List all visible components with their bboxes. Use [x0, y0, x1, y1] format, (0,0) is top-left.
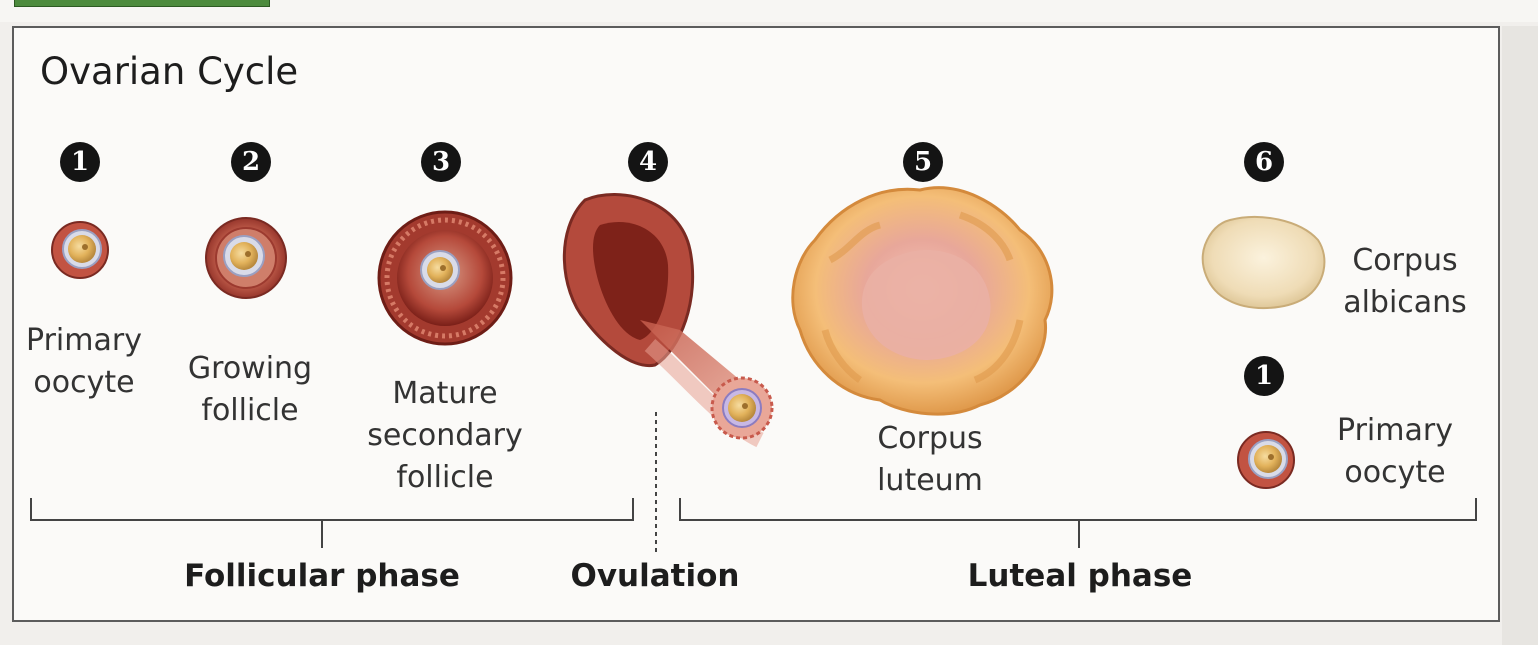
section-tab: [14, 0, 270, 7]
label-primary-oocyte: Primary oocyte: [14, 320, 154, 404]
stage-number-3: 3: [421, 142, 461, 182]
label-corpus-luteum: Corpus luteum: [840, 418, 1020, 502]
luteal-bracket: [679, 498, 1477, 548]
stage-number-2: 2: [231, 142, 271, 182]
label-line: follicle: [396, 460, 494, 495]
mature-follicle-illustration: [377, 210, 513, 346]
label-line: oocyte: [1344, 455, 1446, 490]
stage-number-1-repeat: 1: [1244, 356, 1284, 396]
diagram-frame: [12, 26, 1500, 622]
label-line: Primary: [26, 323, 142, 358]
label-primary-oocyte-repeat: Primary oocyte: [1315, 410, 1475, 494]
label-line: Growing: [187, 351, 313, 386]
phase-luteal: Luteal phase: [967, 558, 1193, 594]
phase-ovulation: Ovulation: [570, 558, 740, 594]
label-line: follicle: [201, 393, 299, 428]
stage-number-1: 1: [60, 142, 100, 182]
label-line: oocyte: [33, 365, 135, 400]
primary-oocyte-illustration-2: [1237, 431, 1295, 489]
label-line: Corpus: [877, 421, 983, 456]
corpus-albicans-illustration: [1201, 216, 1326, 309]
stage-number-5: 5: [903, 142, 943, 182]
label-line: Corpus: [1352, 243, 1458, 278]
label-line: secondary: [367, 418, 523, 453]
corpus-luteum-illustration: [791, 186, 1054, 416]
label-mature-secondary-follicle: Mature secondary follicle: [345, 373, 545, 499]
primary-oocyte-illustration: [51, 221, 109, 279]
diagram-title: Ovarian Cycle: [40, 50, 299, 93]
stage-number-4: 4: [628, 142, 668, 182]
growing-follicle-illustration: [205, 217, 287, 299]
ovulation-illustration: [562, 192, 774, 448]
label-corpus-albicans: Corpus albicans: [1325, 240, 1485, 324]
label-line: Mature: [392, 376, 498, 411]
label-line: Primary: [1337, 413, 1453, 448]
page-edge: [1502, 26, 1538, 645]
top-strip: [0, 0, 1538, 22]
stage-number-6: 6: [1244, 142, 1284, 182]
follicular-bracket: [30, 498, 634, 548]
label-line: luteum: [877, 463, 983, 498]
label-line: albicans: [1343, 285, 1467, 320]
phase-follicular: Follicular phase: [184, 558, 460, 594]
label-growing-follicle: Growing follicle: [170, 348, 330, 432]
